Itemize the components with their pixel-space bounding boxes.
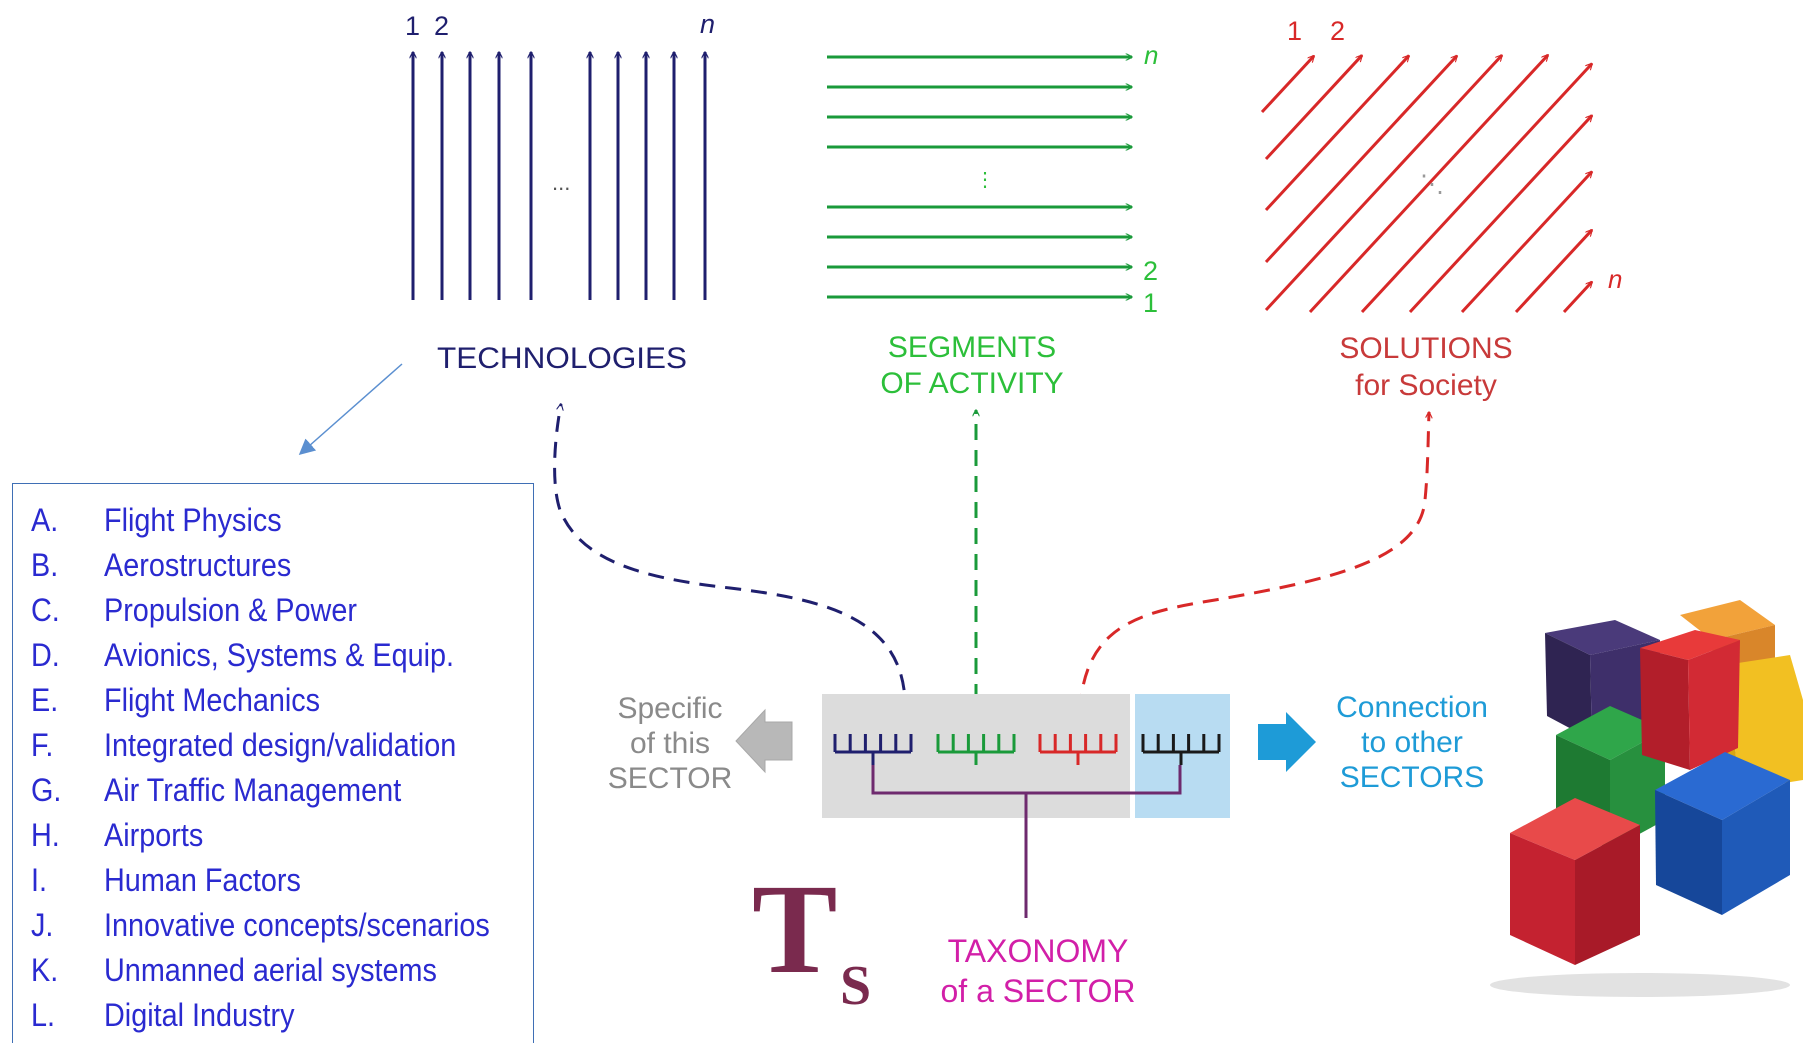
segments-label-n: n bbox=[1144, 40, 1158, 70]
technologies-ellipsis: ... bbox=[552, 170, 570, 195]
technology-list-item: E. Flight Mechanics bbox=[13, 682, 533, 726]
technology-list-label: Flight Physics bbox=[104, 502, 282, 538]
technologies-label-n: n bbox=[700, 9, 715, 39]
technology-list-label: Flight Mechanics bbox=[104, 682, 321, 718]
segments-label-2: 2 bbox=[1143, 256, 1158, 286]
solutions-arrow bbox=[1308, 55, 1548, 314]
technology-list-item: H. Airports bbox=[13, 817, 533, 861]
technology-list-letter: E. bbox=[31, 682, 59, 718]
specific-line2: of this bbox=[630, 727, 710, 760]
taxonomy-combs bbox=[833, 734, 1221, 765]
technology-list-item: L. Digital Industry bbox=[13, 997, 533, 1041]
segments-label-1: 1 bbox=[1143, 288, 1158, 318]
technology-list-label: Human Factors bbox=[104, 862, 301, 898]
technology-list-letter: L. bbox=[31, 997, 56, 1033]
technology-list-label: Air Traffic Management bbox=[104, 772, 402, 808]
solutions-arrow bbox=[1264, 56, 1457, 264]
technology-list-label: Airports bbox=[104, 817, 204, 853]
segments-title-line2: OF ACTIVITY bbox=[880, 367, 1063, 400]
technology-list-label: Digital Industry bbox=[104, 997, 295, 1033]
solutions-arrow bbox=[1264, 56, 1409, 212]
technology-list-letter: C. bbox=[31, 592, 60, 628]
connection-line1: Connection bbox=[1336, 691, 1488, 724]
technology-list-letter: A. bbox=[31, 502, 59, 538]
connection-line2: to other bbox=[1361, 726, 1463, 759]
connection-line3: SECTORS bbox=[1340, 761, 1484, 794]
technology-list-letter: G. bbox=[31, 772, 62, 808]
technology-list-letter: I. bbox=[31, 862, 48, 898]
technology-list-label: Avionics, Systems & Equip. bbox=[104, 637, 455, 673]
pointer-arrow bbox=[298, 363, 403, 456]
solutions-arrow bbox=[1264, 55, 1362, 161]
technologies-title: TECHNOLOGIES bbox=[437, 342, 687, 375]
solutions-arrow bbox=[1360, 64, 1592, 314]
solutions-ellipsis: ⋱ bbox=[1420, 171, 1444, 198]
solutions-label-2: 2 bbox=[1330, 16, 1345, 46]
solutions-comb bbox=[1038, 734, 1118, 765]
technology-list-letter: F. bbox=[31, 727, 54, 763]
taxonomy-line1: TAXONOMY bbox=[948, 933, 1129, 969]
ts-logo-s: S bbox=[840, 955, 871, 1017]
technology-list-label: Unmanned aerial systems bbox=[104, 952, 437, 988]
technology-list-item: G. Air Traffic Management bbox=[13, 772, 533, 816]
technology-list-letter: J. bbox=[31, 907, 54, 943]
solutions-arrow bbox=[1562, 282, 1592, 314]
technology-list-label: Propulsion & Power bbox=[104, 592, 357, 628]
specific-arrow bbox=[735, 708, 793, 774]
segments-arrows bbox=[827, 57, 1132, 297]
technology-list-label: Innovative concepts/scenarios bbox=[104, 907, 490, 943]
technology-list-letter: H. bbox=[31, 817, 60, 853]
technology-list-item: B. Aerostructures bbox=[13, 547, 533, 591]
technology-list-item: D. Avionics, Systems & Equip. bbox=[13, 637, 533, 681]
colored-blocks-illustration bbox=[1490, 600, 1803, 997]
technology-list-letter: K. bbox=[31, 952, 59, 988]
technologies-comb bbox=[833, 734, 913, 765]
taxonomy-line2: of a SECTOR bbox=[940, 973, 1135, 1009]
segments-comb bbox=[936, 734, 1016, 765]
technology-list-letter: D. bbox=[31, 637, 60, 673]
solutions-title-line1: SOLUTIONS bbox=[1339, 332, 1512, 365]
technology-list-item: J. Innovative concepts/scenarios bbox=[13, 907, 533, 951]
solutions-arrow bbox=[1460, 172, 1592, 314]
sectors-comb bbox=[1141, 734, 1221, 765]
ts-logo-t: T bbox=[752, 858, 837, 1000]
dashed-arrow-technologies bbox=[553, 404, 907, 717]
dashed-arrow-solutions bbox=[1078, 412, 1429, 711]
solutions-label-1: 1 bbox=[1287, 16, 1302, 46]
technologies-label-1: 1 bbox=[405, 11, 420, 41]
solutions-arrow bbox=[1264, 55, 1502, 312]
solutions-arrow bbox=[1514, 230, 1592, 314]
specific-line1: Specific bbox=[617, 692, 722, 725]
solutions-label-n: n bbox=[1608, 264, 1622, 294]
technology-list-item: I. Human Factors bbox=[13, 862, 533, 906]
solutions-arrows bbox=[1260, 55, 1592, 314]
segments-ellipsis: ⋮ bbox=[975, 169, 995, 191]
specific-line3: SECTOR bbox=[608, 762, 732, 795]
technologies-arrows bbox=[413, 52, 705, 300]
segments-title-line1: SEGMENTS bbox=[888, 331, 1056, 364]
technology-list-item: A. Flight Physics bbox=[13, 502, 533, 546]
technology-list-item: C. Propulsion & Power bbox=[13, 592, 533, 636]
technology-list-item: K. Unmanned aerial systems bbox=[13, 952, 533, 996]
technology-list-letter: B. bbox=[31, 547, 59, 583]
solutions-title-line2: for Society bbox=[1355, 369, 1497, 402]
technologies-label-2: 2 bbox=[434, 11, 449, 41]
connection-arrow bbox=[1258, 712, 1316, 772]
solutions-arrow bbox=[1408, 115, 1592, 314]
technology-list-label: Integrated design/validation bbox=[104, 727, 457, 763]
solutions-arrow bbox=[1260, 56, 1314, 114]
technology-list-label: Aerostructures bbox=[104, 547, 292, 583]
technology-list-item: F. Integrated design/validation bbox=[13, 727, 533, 771]
